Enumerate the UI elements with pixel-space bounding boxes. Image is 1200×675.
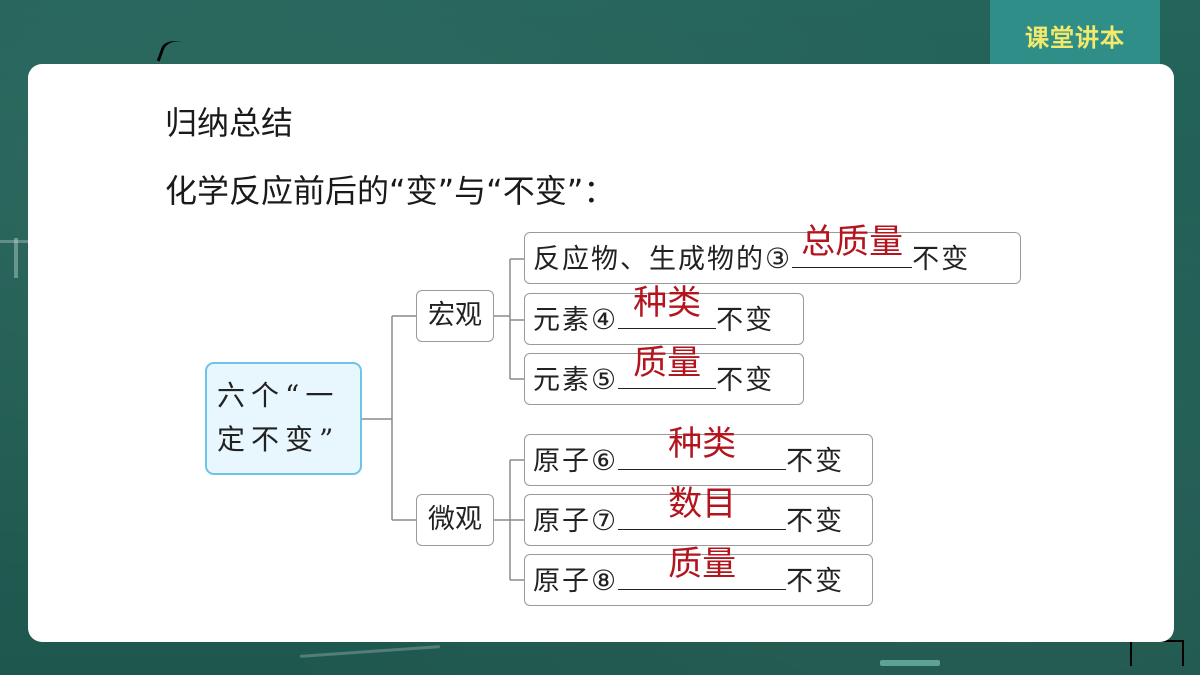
answer-text: 种类 [668, 424, 737, 464]
branch-micro: 微观 [416, 494, 494, 546]
answer-blank: 总质量 [792, 222, 913, 268]
leaf-prefix: 元素 [533, 305, 591, 336]
answer-text: 质量 [633, 343, 702, 383]
leaf-item: 原子⑥ 种类不变 [524, 424, 873, 486]
answer-blank: 种类 [618, 424, 787, 470]
answer-text: 种类 [633, 283, 702, 323]
leaf-suffix: 不变 [716, 365, 775, 396]
item-number: ⑥ [591, 444, 619, 477]
answer-text: 总质量 [801, 222, 904, 262]
leaf-suffix: 不变 [912, 244, 971, 275]
item-number: ③ [765, 242, 793, 275]
item-number: ⑤ [591, 363, 619, 396]
item-number: ④ [591, 303, 619, 336]
leaf-suffix: 不变 [786, 566, 845, 597]
item-number: ⑦ [591, 504, 619, 537]
answer-blank: 数目 [618, 484, 787, 530]
chalk-doodle [0, 240, 40, 243]
leaf-item: 元素⑤ 质量不变 [524, 343, 804, 405]
section-tag[interactable]: 课堂讲本 [990, 0, 1160, 70]
leaf-item: 元素④ 种类不变 [524, 283, 804, 345]
leaf-suffix: 不变 [786, 446, 845, 477]
answer-blank: 种类 [618, 283, 717, 329]
summary-title: 归纳总结 [165, 104, 294, 142]
leaf-prefix: 元素 [533, 365, 591, 396]
leaf-item: 原子⑦ 数目不变 [524, 484, 873, 546]
item-number: ⑧ [591, 564, 619, 597]
branch-macro: 宏观 [416, 290, 494, 342]
answer-blank: 质量 [618, 544, 787, 590]
answer-text: 质量 [668, 544, 737, 584]
leaf-prefix: 原子 [533, 566, 591, 597]
leaf-suffix: 不变 [786, 506, 845, 537]
answer-text: 数目 [668, 484, 737, 524]
answer-blank: 质量 [618, 343, 717, 389]
leaf-suffix: 不变 [716, 305, 775, 336]
leaf-item: 原子⑧ 质量不变 [524, 544, 873, 606]
leaf-prefix: 原子 [533, 506, 591, 537]
summary-subtitle: 化学反应前后的“变”与“不变”： [165, 172, 616, 210]
chalk-doodle [14, 238, 18, 278]
chalk-doodle [880, 660, 940, 666]
leaf-prefix: 反应物、生成物的 [533, 244, 765, 275]
leaf-prefix: 原子 [533, 446, 591, 477]
root-node: 六个“一定不变” [205, 362, 362, 475]
